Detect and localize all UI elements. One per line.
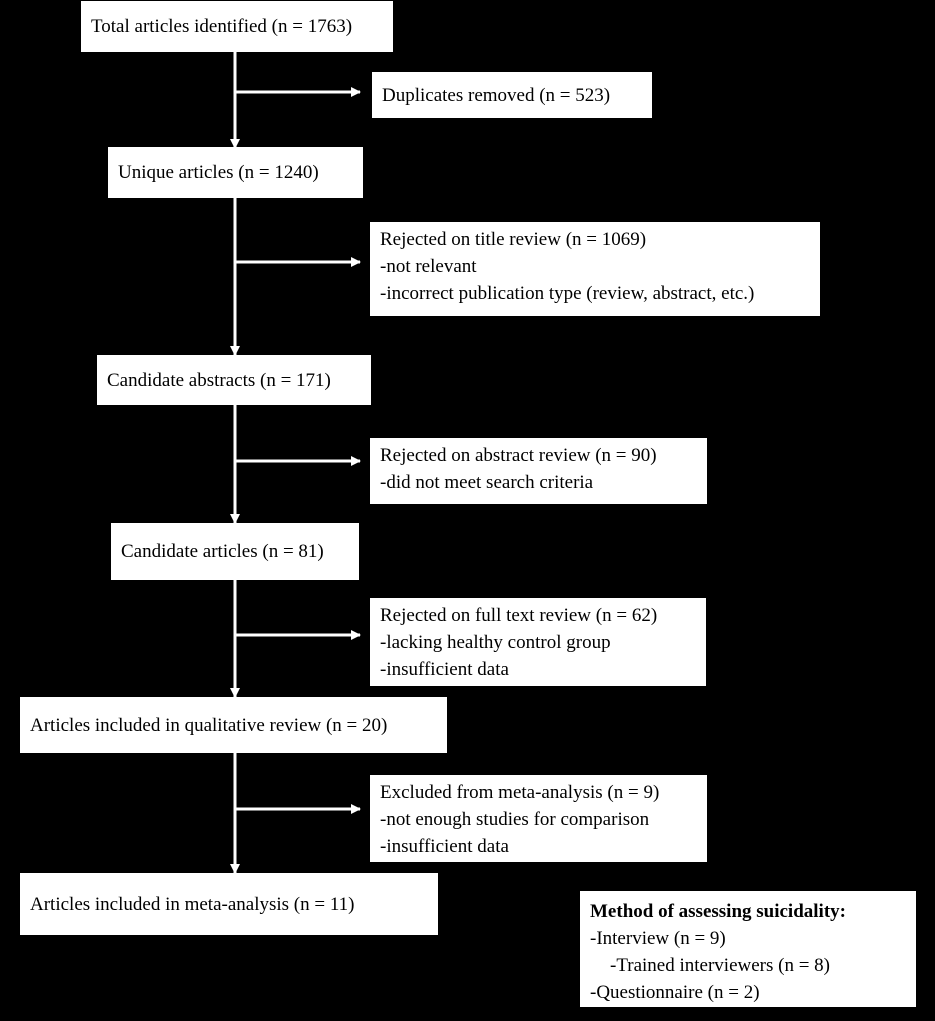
meta-exclusion-reason: -insufficient data xyxy=(380,836,509,857)
abstract-review-reason: -did not meet search criteria xyxy=(380,472,594,493)
title-review-heading: Rejected on title review (n = 1069) xyxy=(380,229,647,250)
box-total-articles: Total articles identified (n = 1763) xyxy=(81,1,393,52)
title-review-reason: -incorrect publication type (review, abs… xyxy=(380,283,755,304)
box-meta-analysis: Articles included in meta-analysis (n = … xyxy=(20,873,438,935)
box-abstract-review-rejections: Rejected on abstract review (n = 90) -di… xyxy=(370,438,707,504)
box-total-articles-label: Total articles identified (n = 1763) xyxy=(91,16,353,37)
legend-title: Method of assessing suicidality: xyxy=(590,901,846,922)
box-title-review-rejections: Rejected on title review (n = 1069) -not… xyxy=(370,222,820,316)
box-qualitative-review: Articles included in qualitative review … xyxy=(20,697,447,753)
box-full-text-review-rejections: Rejected on full text review (n = 62) -l… xyxy=(370,598,706,686)
box-candidate-abstracts-label: Candidate abstracts (n = 171) xyxy=(107,369,331,391)
legend-item: -Interview (n = 9) xyxy=(590,928,726,949)
meta-exclusion-reason: -not enough studies for comparison xyxy=(380,809,650,830)
meta-exclusion-heading: Excluded from meta-analysis (n = 9) xyxy=(380,782,660,803)
legend-item: -Trained interviewers (n = 8) xyxy=(610,955,831,976)
title-review-reason: -not relevant xyxy=(380,256,477,277)
box-unique-articles-label: Unique articles (n = 1240) xyxy=(118,162,319,183)
full-text-review-reason: -lacking healthy control group xyxy=(380,632,611,653)
box-meta-analysis-exclusions: Excluded from meta-analysis (n = 9) -not… xyxy=(370,775,707,862)
box-duplicates-removed-label: Duplicates removed (n = 523) xyxy=(382,84,611,106)
box-meta-analysis-label: Articles included in meta-analysis (n = … xyxy=(30,893,355,915)
box-candidate-abstracts: Candidate abstracts (n = 171) xyxy=(97,355,371,405)
box-unique-articles: Unique articles (n = 1240) xyxy=(108,147,363,198)
legend-assessment-methods: Method of assessing suicidality: -Interv… xyxy=(580,891,916,1007)
box-duplicates-removed: Duplicates removed (n = 523) xyxy=(372,72,652,118)
box-candidate-articles-label: Candidate articles (n = 81) xyxy=(121,541,324,562)
full-text-review-reason: -insufficient data xyxy=(380,659,509,680)
box-candidate-articles: Candidate articles (n = 81) xyxy=(111,523,359,580)
full-text-review-heading: Rejected on full text review (n = 62) xyxy=(380,605,658,626)
legend-item: -Questionnaire (n = 2) xyxy=(590,982,760,1003)
abstract-review-heading: Rejected on abstract review (n = 90) xyxy=(380,445,657,466)
box-qualitative-review-label: Articles included in qualitative review … xyxy=(30,714,388,736)
